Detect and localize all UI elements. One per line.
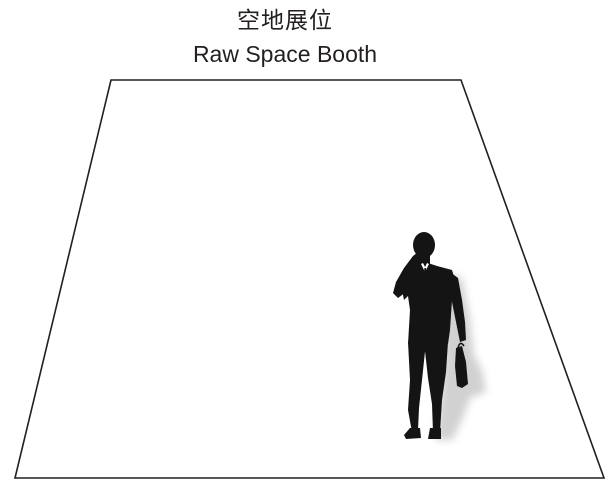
- title-chinese: 空地展位: [237, 8, 333, 34]
- figure-left-leg: [408, 342, 426, 432]
- businessman-silhouette-icon: [393, 232, 486, 440]
- figure-left-shoe: [404, 428, 421, 439]
- figure-head: [413, 232, 435, 258]
- figure-right-leg: [424, 342, 448, 432]
- figure-hanging-arm: [450, 272, 466, 342]
- booth-floor-outline: [13, 79, 606, 479]
- figure-right-shoe: [428, 428, 441, 439]
- diagram-title: 空地展位 Raw Space Booth: [0, 6, 570, 69]
- figure-torso: [402, 263, 461, 344]
- briefcase-icon: [455, 342, 468, 388]
- title-english: Raw Space Booth: [192, 41, 378, 67]
